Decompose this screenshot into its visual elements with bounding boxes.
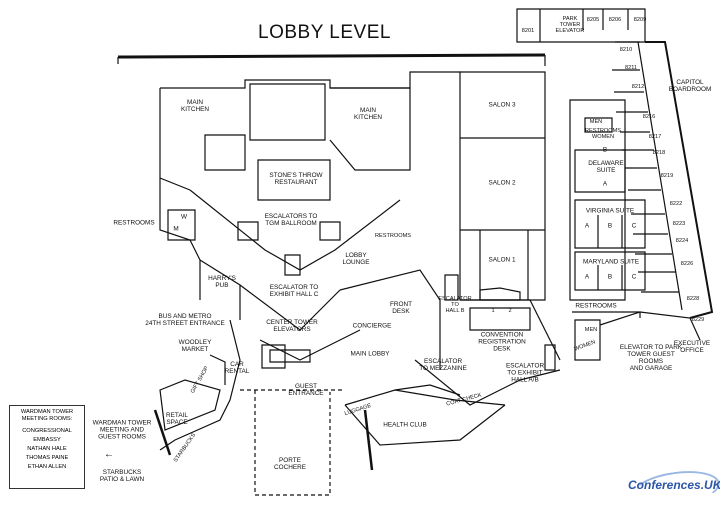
elevator-park-tower[interactable]: ELEVATOR TO PARK TOWER GUEST ROOMS AND G…	[619, 344, 683, 372]
room-8211[interactable]: 8211	[624, 65, 638, 71]
capitol-boardroom[interactable]: CAPITOL BOARDROOM	[668, 79, 712, 93]
legend-item[interactable]: EMBASSY	[33, 437, 61, 443]
car-rental[interactable]: CAR RENTAL	[224, 361, 250, 375]
room-8209[interactable]: 8209	[633, 17, 647, 23]
retail-space[interactable]: RETAIL SPACE	[166, 412, 188, 426]
wardman-tower-meeting-guest[interactable]: WARDMAN TOWER MEETING AND GUEST ROOMS	[92, 419, 152, 441]
room-8222[interactable]: 8222	[669, 201, 683, 207]
room-8217[interactable]: 8217	[648, 134, 662, 140]
harrys-pub[interactable]: HARRY'S PUB	[208, 275, 236, 289]
convention-registration-desk[interactable]: CONVENTION REGISTRATION DESK	[478, 331, 526, 353]
arrow-left-icon: ←	[104, 449, 114, 460]
restrooms-east[interactable]: RESTROOMS	[575, 302, 617, 310]
restrooms-lounge[interactable]: RESTROOMS	[374, 233, 412, 239]
center-tower-elevators[interactable]: CENTER TOWER ELEVATORS	[266, 319, 318, 333]
delaware-suite[interactable]: DELAWARE SUITE	[588, 160, 624, 174]
room-8206[interactable]: 8206	[608, 17, 622, 23]
men-restroom-west[interactable]: M	[173, 225, 179, 233]
concierge[interactable]: CONCIERGE	[352, 322, 392, 330]
registration-desk-1[interactable]: 1	[491, 308, 495, 314]
salon-2[interactable]: SALON 2	[488, 179, 516, 187]
maryland-suite-b[interactable]: B	[607, 273, 613, 281]
maryland-suite-c[interactable]: C	[631, 273, 637, 281]
legend-item[interactable]: NATHAN HALE	[27, 446, 67, 452]
registration-desk-2[interactable]: 2	[508, 308, 512, 314]
restrooms-women[interactable]: RESTROOMS WOMEN	[584, 128, 622, 140]
room-8218[interactable]: 8218	[652, 150, 666, 156]
wardman-tower-legend: WARDMAN TOWER MEETING ROOMS: CONGRESSION…	[9, 405, 85, 489]
legend-item[interactable]: ETHAN ALLEN	[27, 464, 67, 470]
conferences-uk-logo: Conferences.UK	[628, 478, 720, 492]
room-8229[interactable]: 8229	[691, 317, 705, 323]
room-8228[interactable]: 8228	[686, 296, 700, 302]
map-title: LOBBY LEVEL	[258, 22, 391, 43]
escalators-tgm-ballroom[interactable]: ESCALATORS TO TGM BALLROOM	[264, 213, 318, 227]
starbucks-patio-lawn[interactable]: STARBUCKS PATIO & LAWN	[99, 469, 145, 483]
main-kitchen-east[interactable]: MAIN KITCHEN	[353, 107, 383, 121]
stones-throw-restaurant[interactable]: STONE'S THROW RESTAURANT	[269, 172, 323, 186]
escalator-hall-b[interactable]: ESCALATOR TO HALL B	[438, 296, 472, 314]
bus-metro-entrance[interactable]: BUS AND METRO 24TH STREET ENTRANCE	[145, 313, 225, 327]
main-lobby[interactable]: MAIN LOBBY	[350, 350, 390, 358]
men-restroom-top[interactable]: MEN	[589, 119, 603, 125]
room-8216[interactable]: 8216	[642, 114, 656, 120]
guest-entrance[interactable]: GUEST ENTRANCE	[288, 383, 324, 397]
legend-item[interactable]: THOMAS PAINE	[25, 455, 69, 461]
front-desk[interactable]: FRONT DESK	[389, 301, 413, 315]
main-kitchen-west[interactable]: MAIN KITCHEN	[180, 99, 210, 113]
room-8201[interactable]: 8201	[521, 28, 535, 34]
lobby-lounge[interactable]: LOBBY LOUNGE	[342, 252, 370, 266]
escalator-exhibit-hall-c[interactable]: ESCALATOR TO EXHIBIT HALL C	[269, 284, 319, 298]
room-8212[interactable]: 8212	[631, 84, 645, 90]
room-8205[interactable]: 8205	[586, 17, 600, 23]
virginia-suite-b[interactable]: B	[607, 222, 613, 230]
virginia-suite-c[interactable]: C	[631, 222, 637, 230]
woodley-market[interactable]: WOODLEY MARKET	[178, 339, 212, 353]
salon-3[interactable]: SALON 3	[488, 101, 516, 109]
porte-cochere[interactable]: PORTE COCHERE	[274, 457, 306, 471]
maryland-suite[interactable]: MARYLAND SUITE	[583, 258, 639, 266]
virginia-suite-a[interactable]: A	[584, 222, 590, 230]
park-tower-elevator[interactable]: PARK TOWER ELEVATOR	[555, 16, 585, 34]
men-restroom-bottom[interactable]: MEN	[584, 327, 598, 333]
delaware-suite-a[interactable]: A	[602, 180, 608, 188]
legend-header: WARDMAN TOWER MEETING ROOMS:	[20, 409, 74, 422]
women-restroom-west[interactable]: W	[180, 213, 188, 221]
executive-office[interactable]: EXECUTIVE OFFICE	[673, 340, 711, 354]
room-8219[interactable]: 8219	[660, 173, 674, 179]
room-8223[interactable]: 8223	[672, 221, 686, 227]
restrooms-west[interactable]: RESTROOMS	[113, 219, 155, 227]
virginia-suite[interactable]: VIRGINIA SUITE	[585, 207, 635, 215]
maryland-suite-a[interactable]: A	[584, 273, 590, 281]
room-8226[interactable]: 8226	[680, 261, 694, 267]
room-8210[interactable]: 8210	[619, 47, 633, 53]
legend-item[interactable]: CONGRESSIONAL	[22, 428, 72, 434]
health-club[interactable]: HEALTH CLUB	[383, 421, 427, 429]
escalator-mezzanine[interactable]: ESCALATOR TO MEZZANINE	[419, 358, 467, 372]
escalator-exhibit-hall-ab[interactable]: ESCALATOR TO EXHIBIT HALL A/B	[505, 362, 545, 384]
room-8224[interactable]: 8224	[675, 238, 689, 244]
salon-1[interactable]: SALON 1	[488, 256, 516, 264]
delaware-suite-b[interactable]: B	[602, 146, 608, 154]
